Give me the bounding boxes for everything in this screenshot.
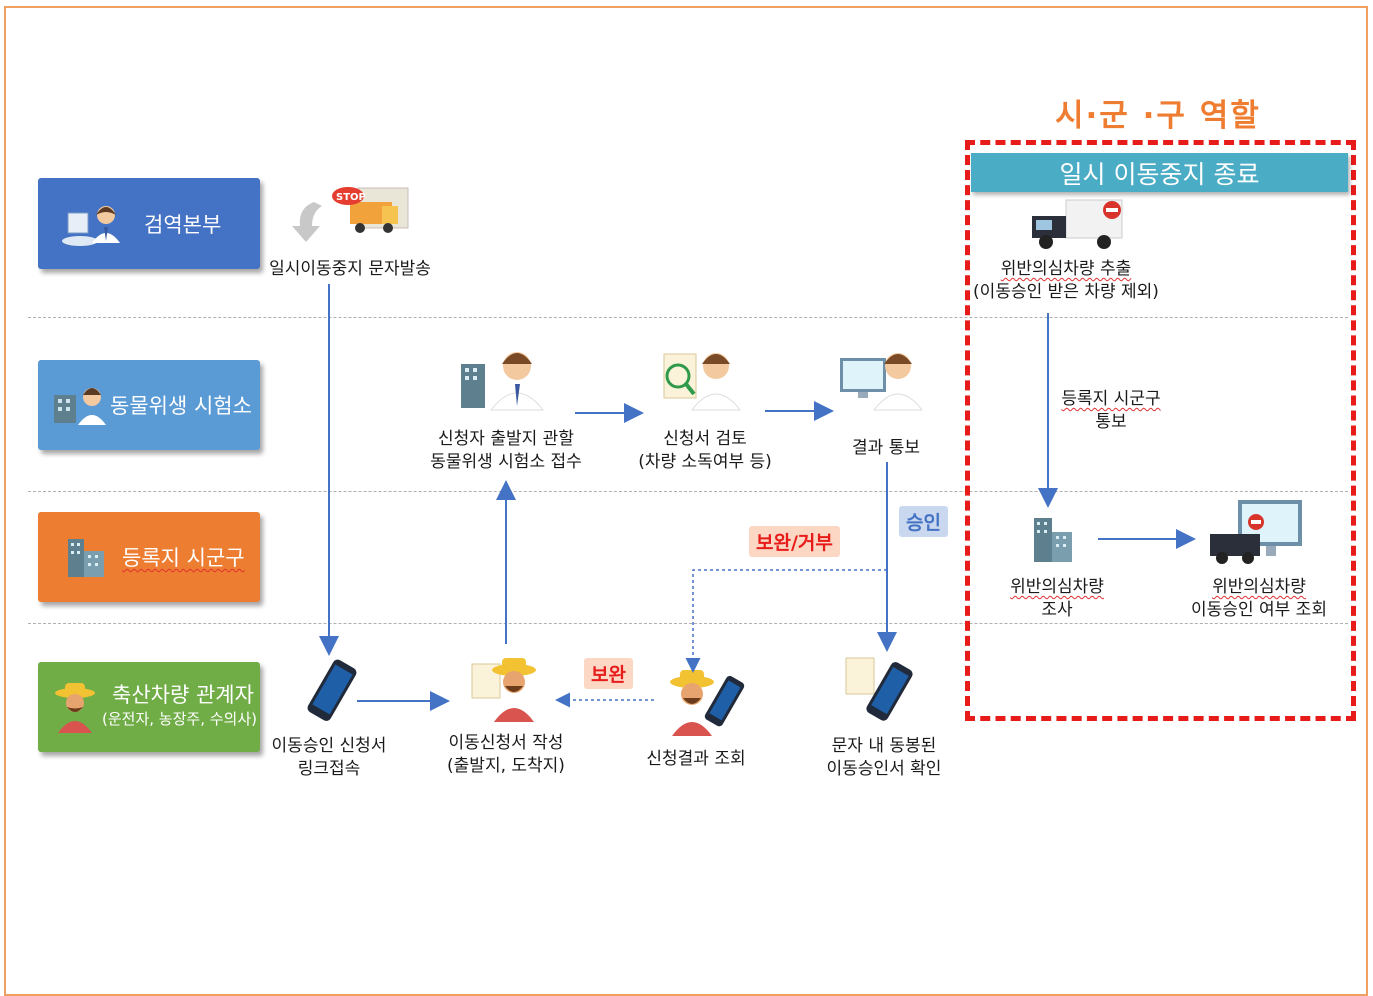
actor-stakeholder: 축산차량 관계자 (운전자, 농장주, 수의사) — [38, 662, 260, 752]
svg-text:STOP: STOP — [336, 192, 366, 203]
sms-truck-icon: STOP — [292, 187, 409, 242]
quarantine-officer-icon — [62, 205, 120, 246]
lab-receiver-icon — [461, 352, 545, 411]
role-region — [965, 140, 1356, 721]
farmer-icon — [55, 683, 95, 733]
actor-lab-label: 동물위생 시험소 — [110, 394, 252, 418]
arrow-reject-to-check — [685, 569, 887, 673]
actor-registry: 등록지 시군구 — [38, 512, 260, 602]
actor-lab: 동물위생 시험소 — [38, 360, 260, 450]
document-review-icon — [663, 353, 742, 411]
investigation-building-icon — [1034, 518, 1072, 562]
suspect-truck-icon — [1032, 199, 1123, 249]
actor-stakeholder-label: 축산차량 관계자 — [112, 683, 254, 707]
lane-divider — [28, 491, 1348, 492]
step-write-app: 이동신청서 작성(출발지, 도착지) — [447, 733, 565, 776]
tag-supplement-reject: 보완/거부 — [749, 526, 840, 557]
lane-divider — [28, 623, 1348, 624]
actor-quarantine: 검역본부 — [38, 178, 260, 269]
tag-supplement: 보완 — [584, 658, 633, 689]
role-title: 시·군 ·구 역할 — [1055, 98, 1261, 134]
building-icon — [68, 539, 104, 577]
monitor-truck-icon — [1210, 500, 1302, 564]
monitor-officer-icon — [840, 353, 924, 411]
farmer-writing-icon — [471, 658, 536, 722]
farmer-phone-icon — [670, 670, 745, 736]
role-banner: 일시 이동중지 종료 — [971, 153, 1348, 192]
flow-arrows — [319, 284, 1196, 711]
lane-divider — [28, 317, 1348, 318]
smartphone-icon — [307, 659, 357, 721]
step-review: 신청서 검토(차량 소독여부 등) — [638, 429, 772, 472]
step-result-notice: 결과 통보 — [852, 438, 920, 458]
lab-staff-icon — [54, 388, 106, 425]
actor-quarantine-label: 검역본부 — [144, 212, 222, 237]
tag-approve: 승인 — [899, 506, 948, 537]
actor-registry-label: 등록지 시군구 — [122, 546, 245, 570]
step-extract: 위반의심차량 추출(이동승인 받은 차량 제외) — [973, 259, 1159, 302]
actor-stakeholder-detail: (운전자, 농장주, 수의사) — [102, 710, 257, 728]
doc-phone-icon — [845, 657, 913, 721]
step-check-result: 신청결과 조회 — [646, 749, 746, 769]
step-sms-send: 일시이동중지 문자발송 — [269, 259, 431, 279]
